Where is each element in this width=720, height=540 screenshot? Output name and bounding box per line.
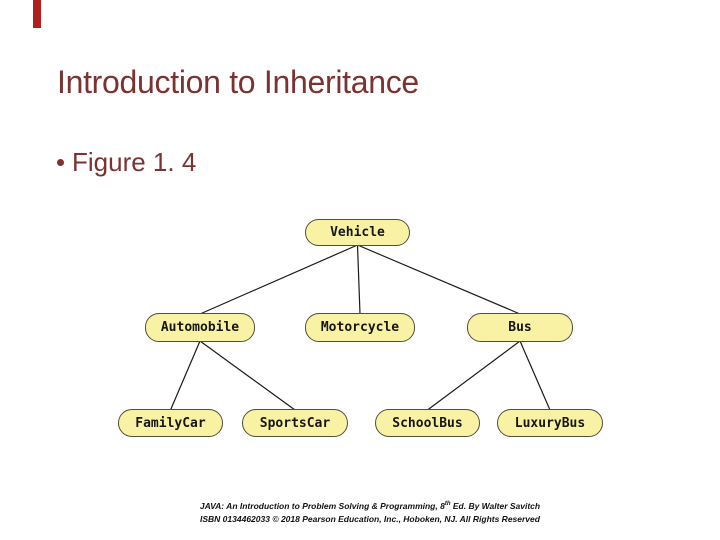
diagram-edge-automobile-familycar bbox=[169, 340, 201, 411]
diagram-edge-vehicle-motorcycle bbox=[356, 244, 361, 315]
footer-line1: JAVA: An Introduction to Problem Solving… bbox=[199, 501, 541, 511]
footer-line2: ISBN 0134462033 © 2018 Pearson Education… bbox=[200, 514, 540, 524]
slide-title: Introduction to Inheritance bbox=[57, 64, 419, 100]
accent-bar bbox=[33, 0, 41, 28]
diagram-node-familycar: FamilyCar bbox=[118, 409, 223, 437]
diagram-node-motorcycle: Motorcycle bbox=[305, 313, 415, 342]
bullet-item: Figure 1. 4 bbox=[57, 147, 196, 178]
diagram-edge-automobile-sportscar bbox=[199, 340, 296, 411]
bullet-label: Figure 1. 4 bbox=[72, 147, 197, 177]
diagram-edge-bus-luxurybus bbox=[519, 340, 551, 411]
diagram-edge-vehicle-bus bbox=[357, 244, 521, 315]
diagram-node-automobile: Automobile bbox=[145, 313, 255, 342]
diagram-node-bus: Bus bbox=[467, 313, 573, 342]
footer: JAVA: An Introduction to Problem Solving… bbox=[10, 500, 720, 526]
diagram-node-schoolbus: SchoolBus bbox=[375, 409, 480, 437]
diagram-node-luxurybus: LuxuryBus bbox=[497, 409, 603, 437]
diagram-node-sportscar: SportsCar bbox=[242, 409, 348, 437]
diagram-node-vehicle: Vehicle bbox=[305, 219, 410, 246]
diagram-edge-vehicle-automobile bbox=[199, 244, 358, 315]
bullet-dot-icon bbox=[57, 159, 64, 166]
diagram-edge-bus-schoolbus bbox=[427, 340, 521, 411]
footer-superscript: th bbox=[444, 501, 451, 508]
